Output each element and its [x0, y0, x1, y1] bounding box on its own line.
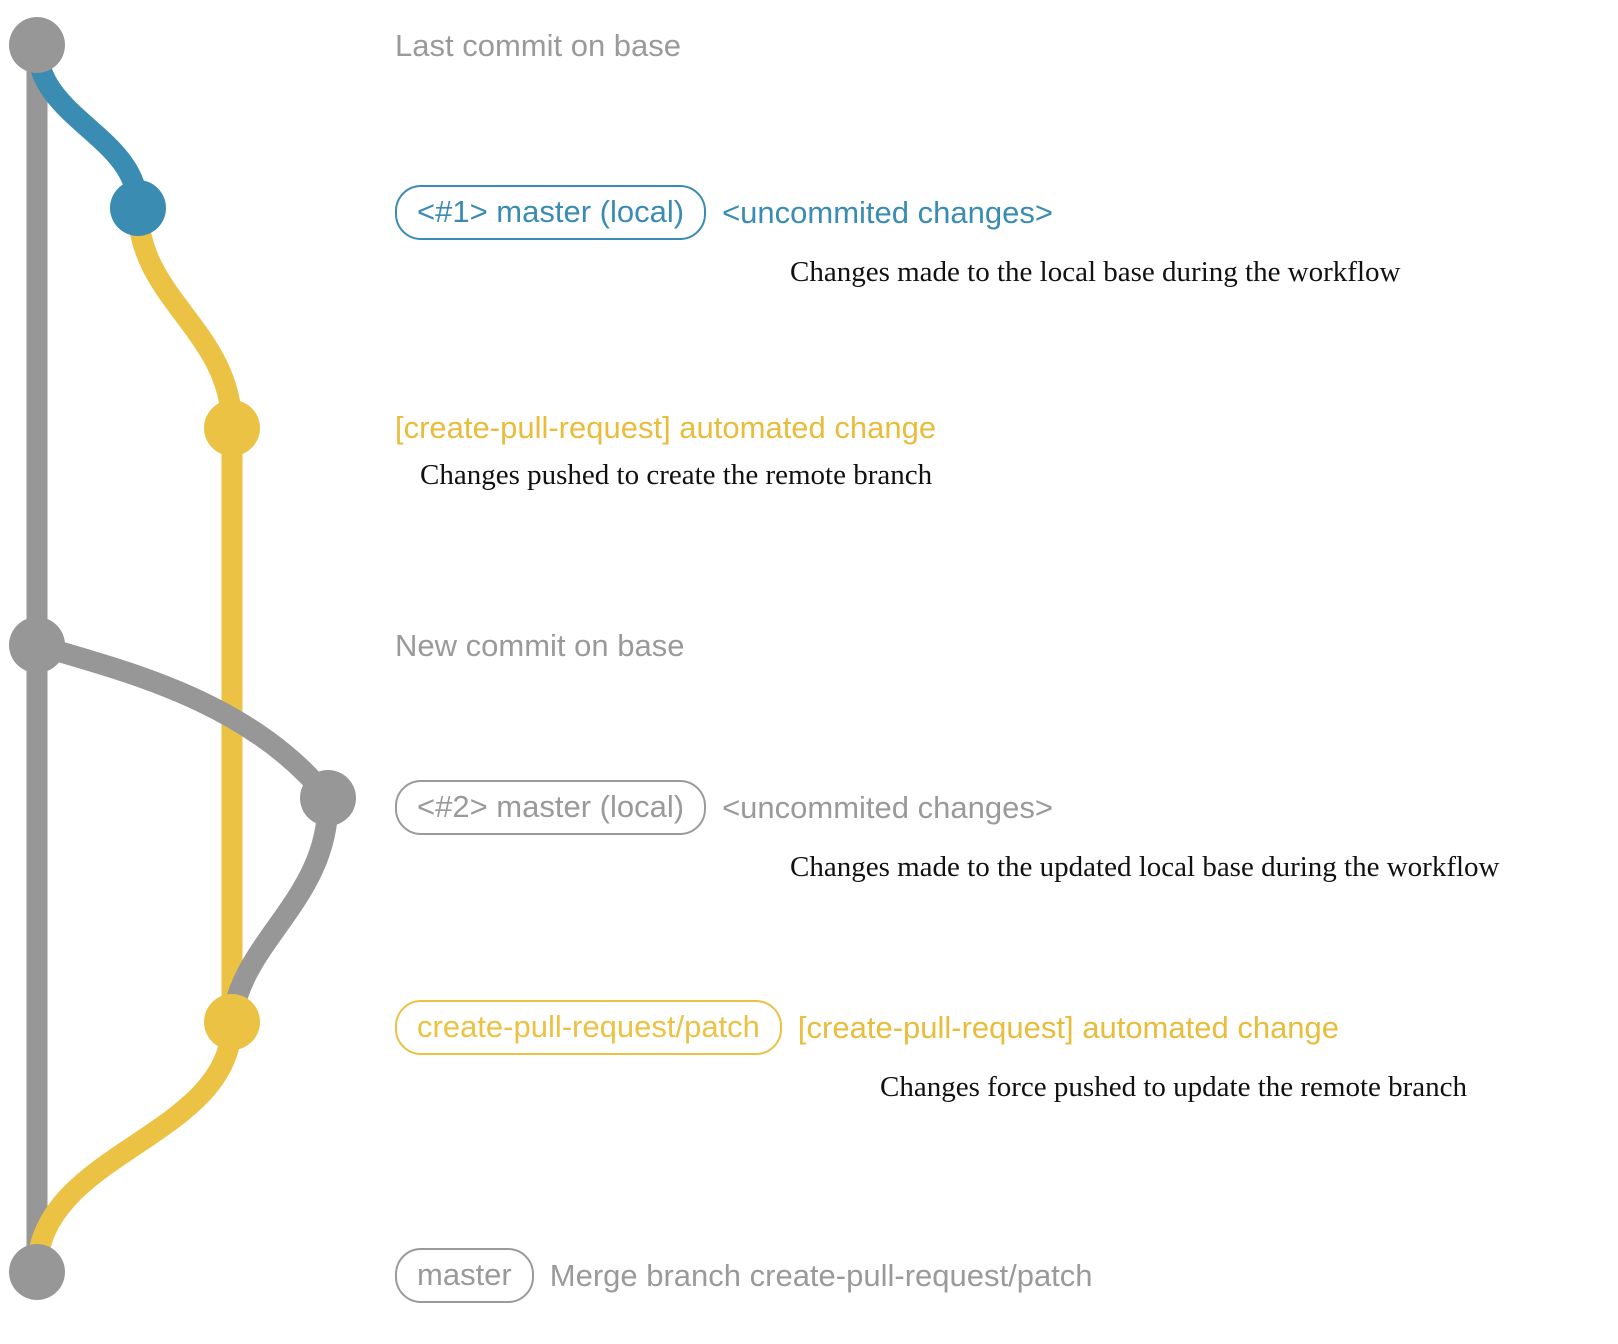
commit-subject-last-commit-on-base: Last commit on base: [395, 28, 682, 63]
row-master-merge: master Merge branch create-pull-request/…: [395, 1248, 1093, 1303]
local-branch-2-path: [26, 634, 339, 809]
git-graph: [9, 17, 356, 1300]
commit-subject-master-merge: Merge branch create-pull-request/patch: [549, 1258, 1093, 1293]
local-branch-1-path: [26, 34, 149, 219]
row-local-commit-1: <#1> master (local) <uncommited changes>…: [395, 185, 1400, 287]
commit-node-base-new[interactable]: [9, 617, 65, 673]
ref-badge-local-1[interactable]: <#1> master (local): [395, 185, 707, 240]
ref-badge-create-pull-request-patch[interactable]: create-pull-request/patch: [395, 1000, 782, 1055]
merge-path: [26, 1011, 243, 1283]
commit-subject-remote-1: [create-pull-request] automated change: [395, 410, 937, 445]
commit-description-remote-2: Changes force pushed to update the remot…: [880, 1071, 1468, 1103]
commit-description-remote-1: Changes pushed to create the remote bran…: [420, 459, 933, 491]
commit-subject-new-commit-on-base: New commit on base: [395, 628, 685, 663]
commit-description-local-2: Changes made to the updated local base d…: [790, 851, 1500, 883]
commit-subject-remote-2: [create-pull-request] automated change: [797, 1010, 1340, 1045]
commit-node-base-last[interactable]: [9, 17, 65, 73]
row-local-commit-2: <#2> master (local) <uncommited changes>…: [395, 780, 1500, 882]
commit-subject-local-1: <uncommited changes>: [722, 195, 1053, 230]
row-remote-commit-1: [create-pull-request] automated change C…: [395, 412, 936, 490]
commit-node-base-merge[interactable]: [9, 1244, 65, 1300]
commit-subject-local-2: <uncommited changes>: [722, 790, 1053, 825]
remote-branch-1-path: [127, 197, 243, 1033]
row-remote-branch-patch: create-pull-request/patch [create-pull-r…: [395, 1000, 1467, 1102]
local-2-to-remote-2-path: [221, 787, 339, 1033]
commit-node-local-1[interactable]: [110, 180, 166, 236]
ref-badge-master[interactable]: master: [395, 1248, 534, 1303]
commit-node-remote-1[interactable]: [204, 400, 260, 456]
commit-node-remote-2[interactable]: [204, 994, 260, 1050]
row-new-commit-on-base: New commit on base: [395, 630, 684, 661]
commit-node-local-2[interactable]: [300, 770, 356, 826]
ref-badge-local-2[interactable]: <#2> master (local): [395, 780, 707, 835]
commit-description-local-1: Changes made to the local base during th…: [790, 256, 1401, 288]
row-last-commit-on-base: Last commit on base: [395, 30, 681, 61]
